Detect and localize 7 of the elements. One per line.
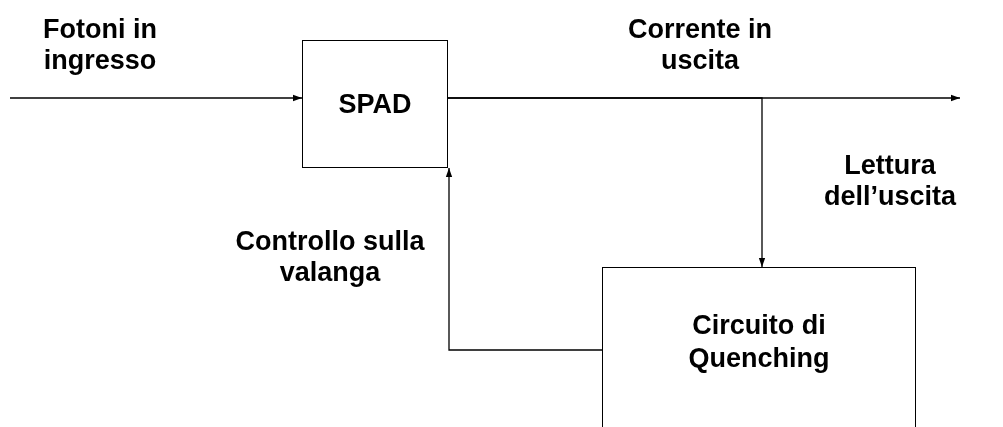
- box-label: SPAD: [338, 87, 412, 121]
- arrow: [9, 94, 303, 102]
- arrow: [445, 167, 603, 351]
- arrow: [447, 97, 766, 268]
- process-box: [302, 40, 448, 168]
- process-box: [602, 267, 916, 427]
- box-label: Circuito di Quenching: [687, 309, 831, 375]
